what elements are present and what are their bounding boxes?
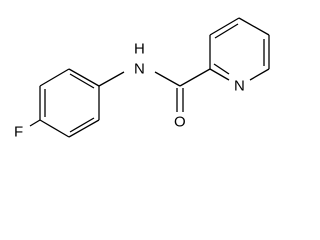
fluorine-label: F	[14, 124, 23, 141]
bond-ring-a-3	[68, 119, 100, 138]
bond-ring-b-6	[209, 68, 230, 81]
bond-ring-a-2	[39, 119, 70, 138]
molecular-structure: F H N O N	[14, 17, 270, 141]
bond-ring-a-6	[39, 68, 70, 87]
amide-nitrogen-label: N	[134, 61, 145, 78]
bond-ring-a-double-2	[69, 117, 95, 133]
bond-ring-a-5	[68, 68, 100, 87]
pyridine-nitrogen-label: N	[234, 78, 245, 95]
amide-hydrogen-label: H	[134, 41, 145, 58]
bond-ring-b-3	[238, 17, 270, 36]
bond-c-f	[29, 119, 41, 127]
bonds	[29, 17, 270, 138]
bond-ring-a-double-3	[69, 73, 95, 89]
bond-n-carbonyl	[154, 71, 181, 87]
bond-carbonyl-pyridine	[179, 68, 211, 87]
carbonyl-oxygen-label: O	[174, 114, 186, 131]
bond-ring-b-double-1	[214, 23, 239, 39]
bond-ring-b-2	[209, 17, 240, 36]
bond-aryl-n	[98, 71, 125, 87]
bond-ring-b-5	[249, 68, 270, 81]
bond-ring-b-double-3	[213, 63, 230, 75]
atom-labels: F H N O N	[14, 41, 245, 141]
